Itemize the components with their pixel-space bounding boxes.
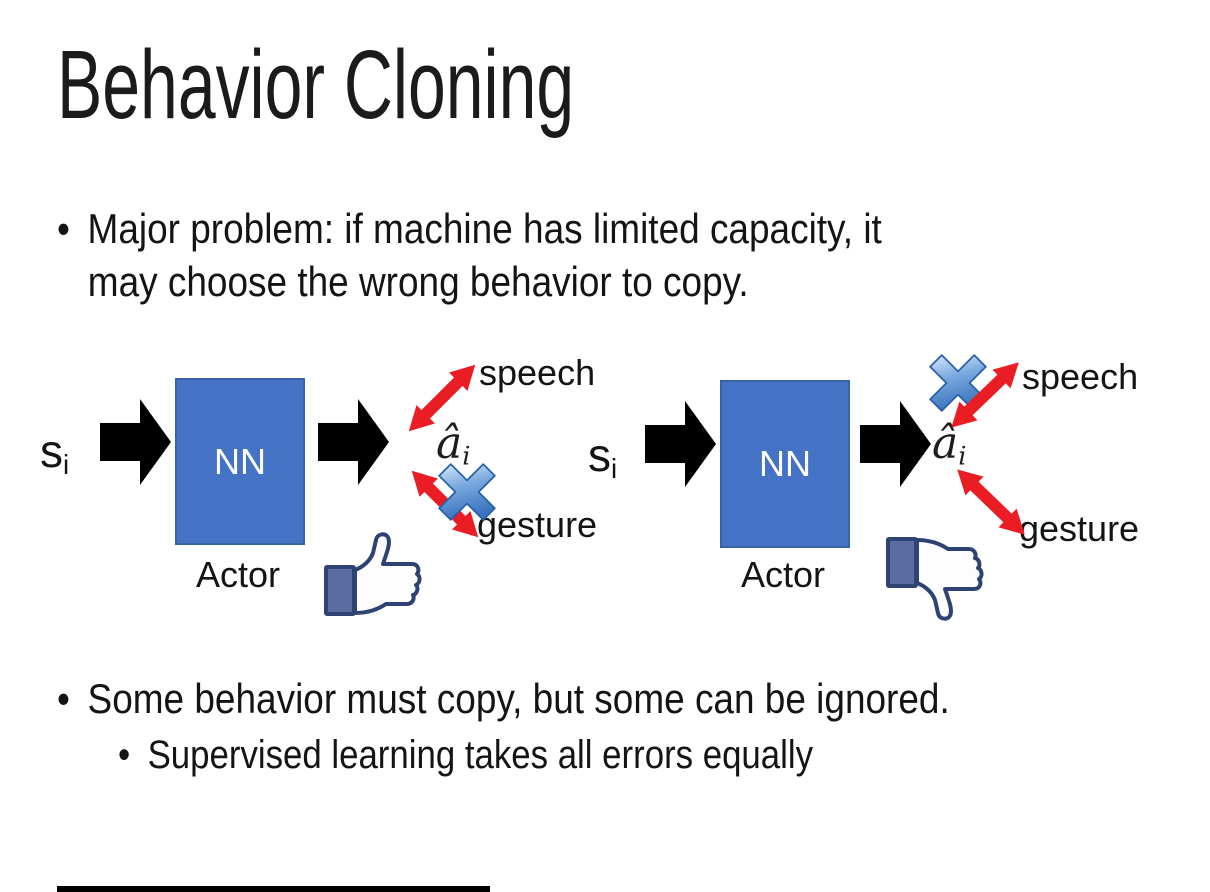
nn-box: NN [720,380,850,548]
output-action-label: âi [436,418,470,471]
bullet-text: Some behavior must copy, but some can be… [87,675,950,722]
speech-label: speech [479,352,596,393]
block-arrow-icon [645,396,717,492]
bullet-line: may choose the wrong behavior to copy. [88,255,882,308]
bullet-line: • Major problem: if machine has limited c… [57,202,882,255]
nn-label: NN [759,443,811,484]
block-arrow-icon [860,396,932,492]
block-arrow-icon [318,394,390,490]
action-symbol: â [436,418,463,469]
nn-label: NN [214,440,266,482]
bullet-dot: • [118,733,131,777]
actor-label: Actor [741,554,826,595]
state-subscript: i [63,448,70,480]
bullet-some-behavior: • Some behavior must copy, but some can b… [57,672,950,725]
page-title: Behavior Cloning [57,30,575,139]
thumbs-up-icon [322,532,430,620]
cross-out-icon [438,463,496,521]
action-subscript: i [462,441,471,472]
gesture-label: gesture [1019,508,1140,549]
state-symbol: s [588,429,611,481]
actor-label: Actor [196,554,281,595]
action-subscript: i [958,441,967,472]
bullet-text: Supervised learning takes all errors equ… [147,733,814,777]
state-symbol: s [40,425,63,477]
bullet-dot: • [57,205,70,252]
input-state-label: si [40,424,69,481]
bullet-line: • Some behavior must copy, but some can b… [57,672,950,725]
speech-label: speech [1022,356,1139,397]
state-subscript: i [611,452,618,484]
bullet-text: may choose the wrong behavior to copy. [87,258,749,305]
thumbs-down-icon [884,533,992,621]
input-state-label: si [588,428,617,485]
gesture-label: gesture [477,504,598,545]
bullet-text: Major problem: if machine has limited ca… [87,205,882,252]
block-arrow-icon [100,394,172,490]
bullet-dot: • [57,675,70,722]
sub-bullet-supervised: • Supervised learning takes all errors eq… [118,731,813,779]
nn-box: NN [175,378,305,545]
bullet-major-problem: • Major problem: if machine has limited c… [57,202,882,308]
bottom-cropped-bar [57,886,490,892]
